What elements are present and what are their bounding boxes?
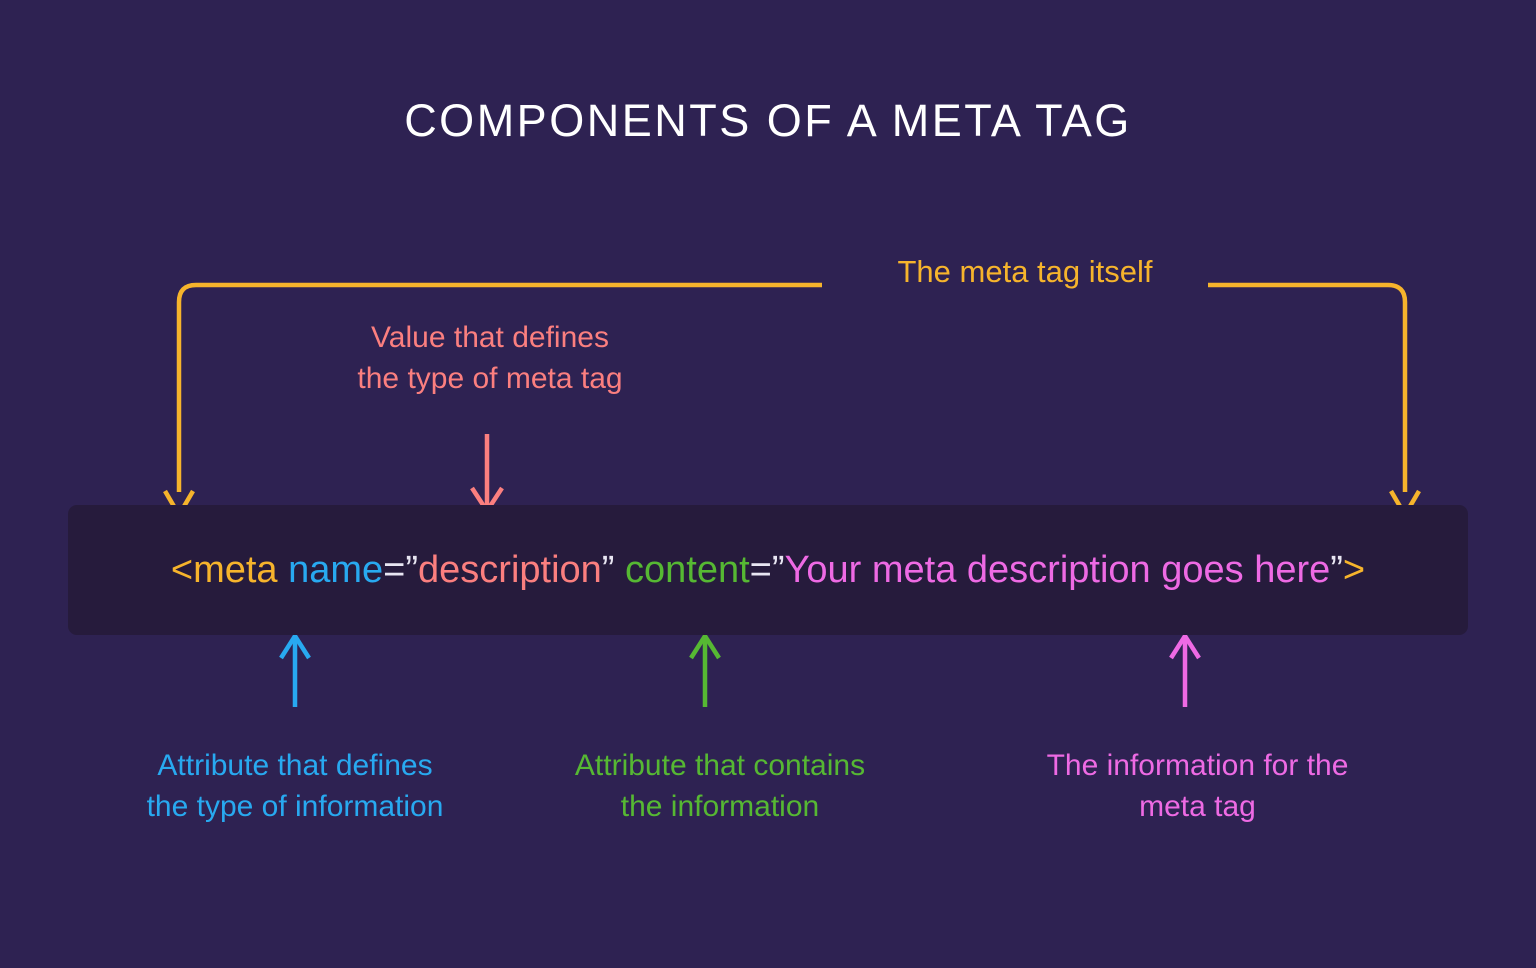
annotation-meta-tag-itself: The meta tag itself: [897, 254, 1153, 289]
code-token-tag-open: <meta: [170, 548, 289, 591]
code-token-punct-4: ”: [1330, 548, 1343, 591]
page-title: COMPONENTS OF A META TAG: [404, 95, 1132, 146]
meta-tag-bracket-right: [1208, 282, 1408, 492]
code-token-content-attribute: content: [625, 548, 750, 591]
code-token-tag-close: >: [1342, 548, 1366, 591]
code-token-punct-1: =”: [383, 548, 419, 591]
code-token-punct-2: ”: [601, 548, 626, 591]
code-token-punct-3: =”: [749, 548, 785, 591]
information-for-arrow-head: [1169, 631, 1201, 660]
attribute-type-arrow-head: [279, 631, 311, 660]
annotation-attribute-contains: Attribute that contains the information: [574, 749, 866, 824]
code-token-name-attribute: name: [288, 548, 384, 591]
code-line: <meta name =” description ” content =” Y…: [68, 505, 1468, 635]
code-token-content-value: Your meta description goes here: [784, 548, 1331, 591]
code-token-name-value: description: [418, 548, 602, 591]
annotation-value-type: Value that defines the type of meta tag: [357, 321, 623, 396]
annotation-attribute-type: Attribute that defines the type of infor…: [146, 749, 444, 824]
annotation-information-for: The information for the meta tag: [1046, 749, 1349, 824]
attribute-contains-arrow-head: [689, 631, 721, 660]
code-block: <meta name =” description ” content =” Y…: [68, 505, 1468, 635]
